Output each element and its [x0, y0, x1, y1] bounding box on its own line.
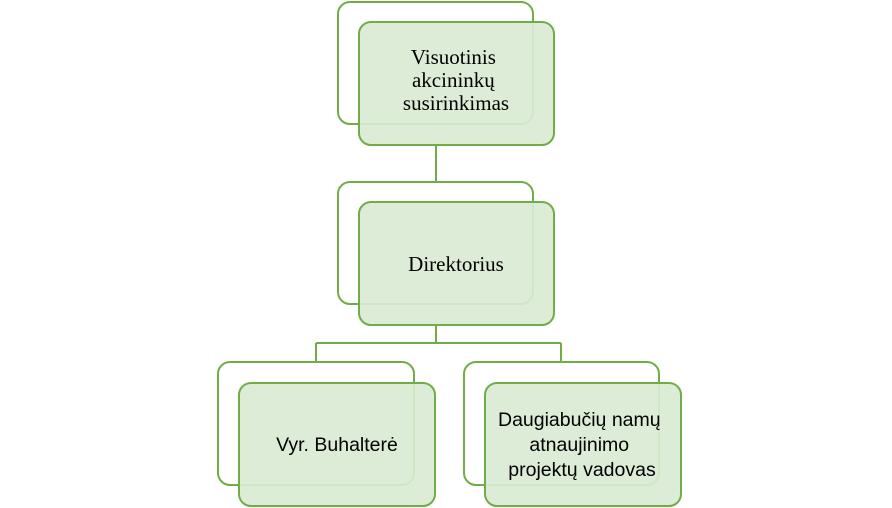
node-shareholders-meeting-front	[358, 21, 555, 146]
node-shareholders-meeting-line-1: Visuotinis	[411, 45, 496, 69]
node-director-front	[358, 201, 555, 326]
node-chief-accountant-front	[238, 382, 436, 507]
node-shareholders-meeting-text: Visuotinis akcininkų susirinkimas	[403, 45, 509, 115]
node-shareholders-meeting-line-2: akcininkų	[412, 68, 495, 92]
node-project-manager-line-1: Daugiabučių namų	[498, 409, 661, 431]
node-project-manager-text: Daugiabučių namų atnaujinimo projektų va…	[498, 409, 666, 481]
node-chief-accountant-line-1: Vyr. Buhalterė	[276, 434, 398, 456]
node-director-text: Direktorius	[408, 252, 504, 276]
node-shareholders-meeting-line-3: susirinkimas	[403, 91, 509, 115]
node-project-manager-line-2: atnaujinimo	[529, 434, 629, 456]
node-director: Direktorius	[337, 181, 555, 326]
node-chief-accountant: Vyr. Buhalterė	[217, 361, 436, 507]
node-chief-accountant-text: Vyr. Buhalterė	[276, 434, 398, 456]
node-project-manager-front	[484, 382, 682, 507]
connectors	[315, 146, 562, 362]
node-shareholders-meeting: Visuotinis akcininkų susirinkimas	[337, 1, 555, 146]
node-project-manager: Daugiabučių namų atnaujinimo projektų va…	[463, 361, 682, 507]
node-director-line-1: Direktorius	[408, 252, 504, 276]
node-project-manager-line-3: projektų vadovas	[508, 459, 656, 481]
